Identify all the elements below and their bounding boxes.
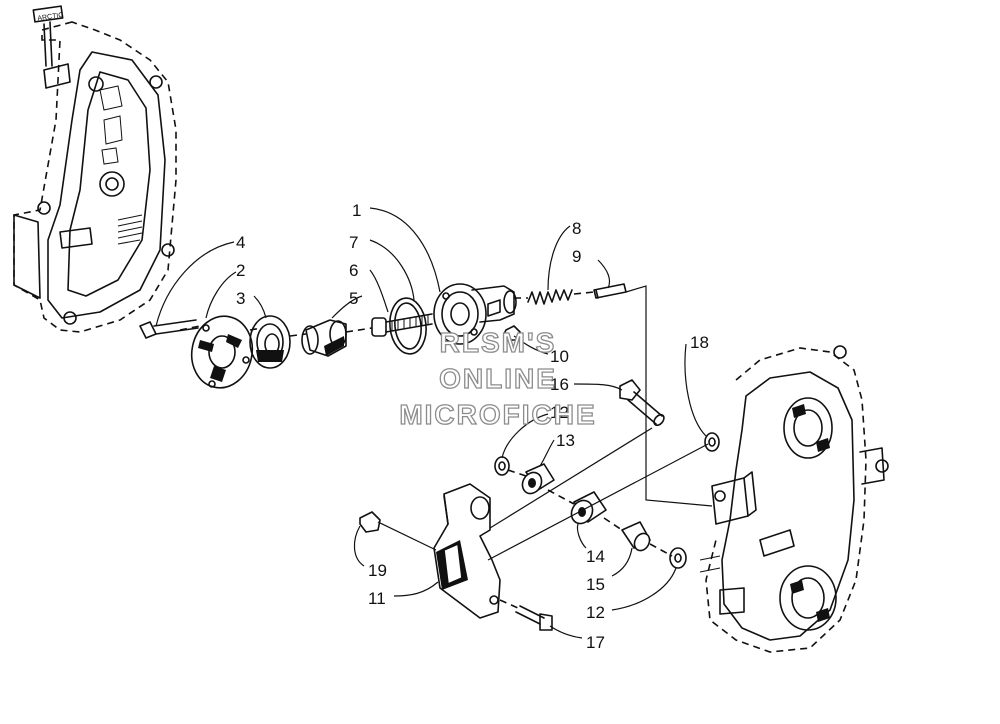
flange-plate-part-2: [190, 315, 254, 389]
callout-10: 10: [550, 347, 569, 366]
spring-part-8: [527, 289, 573, 305]
callout-2: 2: [236, 261, 245, 280]
callout-13: 13: [556, 431, 575, 450]
nut-part-19: [359, 511, 381, 533]
callout-3: 3: [236, 289, 245, 308]
callout-17: 17: [586, 633, 605, 652]
callout-11: 11: [368, 589, 386, 608]
roller-part-14: [570, 491, 607, 525]
callout-14: 14: [586, 547, 605, 566]
spacer-part-15: [621, 521, 651, 552]
seal-ring-part-3: [249, 315, 291, 369]
callout-7: 7: [349, 233, 358, 252]
tensioner-arm-part-11: [433, 483, 501, 619]
callout-5: 5: [349, 289, 358, 308]
washer-part-12-upper: [494, 456, 510, 476]
callout-15: 15: [586, 575, 605, 594]
watermark-line-2: ONLINE: [439, 363, 557, 394]
callout-1: 1: [352, 201, 361, 220]
callout-8: 8: [572, 219, 581, 238]
callout-19: 19: [368, 561, 387, 580]
chaincase-right: [699, 345, 889, 653]
watermark-line-3: MICROFICHE: [399, 399, 596, 430]
washer-part-18: [704, 432, 720, 452]
shaft-part-6: [371, 313, 433, 337]
washer-part-12-lower: [669, 547, 687, 569]
pin-part-9: [593, 283, 627, 299]
tensioner-housing-part-1: [433, 283, 517, 345]
callout-leaders: [155, 207, 707, 639]
chaincase-cover-left: ARCTIC: [13, 5, 177, 333]
bolt-part-4: [139, 319, 199, 339]
assembly-lines: [179, 285, 713, 609]
callout-12-lower: 12: [586, 603, 605, 622]
callout-6: 6: [349, 261, 358, 280]
callout-16: 16: [550, 375, 569, 394]
o-ring-part-7: [389, 297, 427, 355]
callout-18: 18: [690, 333, 709, 352]
watermark-line-1: RLSM'S: [440, 327, 557, 358]
bolt-part-17: [515, 605, 553, 631]
callout-4: 4: [236, 233, 245, 252]
callout-labels: 1 2 3 4 5 6 7 8 9 10 11 12 12 13 14 15 1…: [236, 201, 709, 652]
nut-part-10: [503, 325, 521, 341]
watermark: RLSM'S ONLINE MICROFICHE: [399, 326, 596, 430]
svg-text:ARCTIC: ARCTIC: [37, 12, 64, 23]
roller-part-13: [521, 463, 555, 495]
callout-12-upper: 12: [550, 403, 569, 422]
bushing-part-5: [301, 319, 347, 357]
callout-9: 9: [572, 247, 581, 266]
bolt-part-16: [619, 379, 665, 427]
